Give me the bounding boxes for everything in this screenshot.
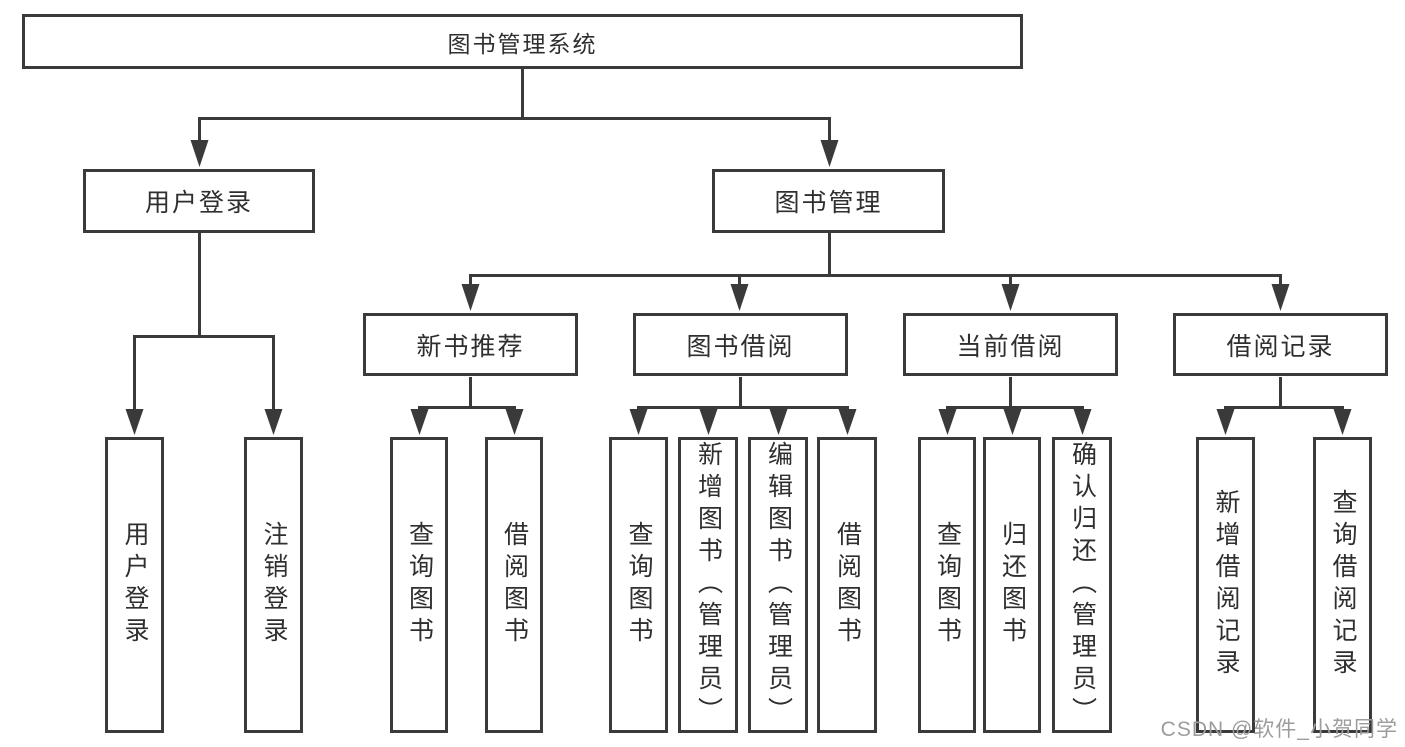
leaf-user-login-label: 用户登录 — [121, 521, 149, 649]
node-book-borrow: 图书借阅 — [633, 313, 848, 376]
leaf-query-books-current-label: 查询图书 — [933, 521, 962, 649]
leaf-return-books: 归还图书 — [983, 437, 1041, 733]
node-user-login: 用户登录 — [83, 169, 315, 233]
arrowhead-group — [125, 140, 1352, 435]
leaf-borrow-books-recommend-label: 借阅图书 — [500, 521, 529, 649]
leaf-add-books-admin-label: 新增图书（管理员） — [694, 441, 723, 729]
leaf-query-books-borrow: 查询图书 — [609, 437, 668, 733]
node-root-system: 图书管理系统 — [22, 14, 1023, 69]
leaf-user-login: 用户登录 — [105, 437, 164, 733]
leaf-add-borrow-record: 新增借阅记录 — [1196, 437, 1255, 733]
leaf-borrow-books: 借阅图书 — [817, 437, 877, 733]
leaf-logout-label: 注销登录 — [260, 521, 288, 649]
leaf-query-borrow-record-label: 查询借阅记录 — [1329, 489, 1357, 681]
leaf-query-books-recommend: 查询图书 — [390, 437, 448, 733]
leaf-return-books-label: 归还图书 — [998, 521, 1027, 649]
node-current-borrow: 当前借阅 — [903, 313, 1118, 376]
leaf-query-borrow-record: 查询借阅记录 — [1313, 437, 1372, 733]
node-new-book-recommend: 新书推荐 — [363, 313, 578, 376]
leaf-add-books-admin: 新增图书（管理员） — [678, 437, 738, 733]
node-book-management: 图书管理 — [712, 169, 945, 233]
leaf-logout: 注销登录 — [244, 437, 303, 733]
leaf-query-books-current: 查询图书 — [918, 437, 976, 733]
leaf-confirm-return-admin: 确认归还（管理员） — [1052, 437, 1112, 733]
node-borrow-records: 借阅记录 — [1173, 313, 1388, 376]
leaf-add-borrow-record-label: 新增借阅记录 — [1212, 489, 1240, 681]
leaf-edit-books-admin: 编辑图书（管理员） — [748, 437, 808, 733]
leaf-query-books-borrow-label: 查询图书 — [625, 521, 653, 649]
leaf-confirm-return-admin-label: 确认归还（管理员） — [1068, 441, 1097, 729]
leaf-borrow-books-label: 借阅图书 — [833, 521, 862, 649]
leaf-edit-books-admin-label: 编辑图书（管理员） — [764, 441, 793, 729]
leaf-query-books-recommend-label: 查询图书 — [405, 521, 434, 649]
leaf-borrow-books-recommend: 借阅图书 — [485, 437, 543, 733]
csdn-watermark: CSDN @软件_小贺同学 — [1160, 718, 1398, 741]
